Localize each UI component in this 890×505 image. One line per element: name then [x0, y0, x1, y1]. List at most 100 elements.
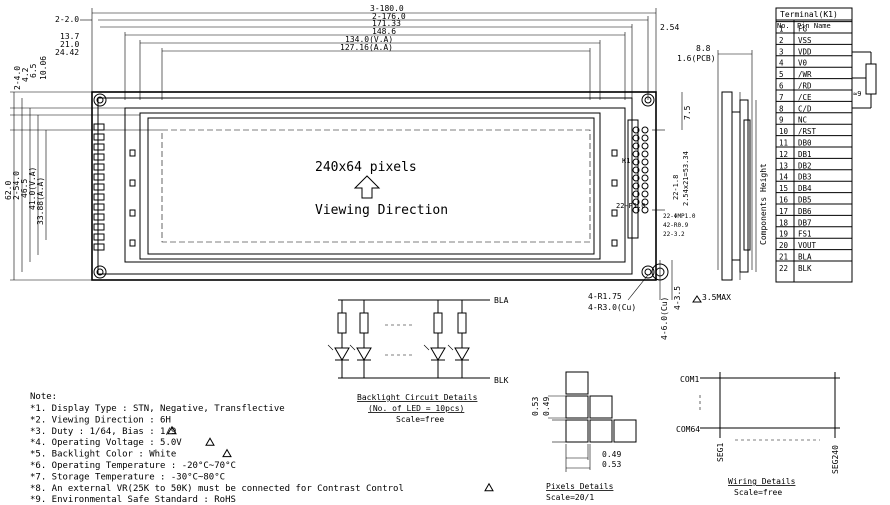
- dim-frame-width: 148.6: [372, 27, 396, 36]
- backlight-circuit: BLA BLK Backlight Circuit Details (No. o…: [327, 296, 509, 424]
- pix-dim-v1: 0.53: [531, 397, 540, 416]
- terminal-pin-7: /CE: [798, 93, 812, 102]
- note-mp: 22-ΦMP1.0: [663, 213, 696, 220]
- terminal-pin-4: V0: [798, 59, 808, 68]
- resistor-icon: [359, 312, 369, 334]
- terminal-no-3: 3: [779, 47, 784, 56]
- dim-pcb-width: 171.33: [372, 19, 401, 28]
- dim-aa-offset: 24.42: [55, 48, 79, 57]
- terminal-no-19: 19: [779, 230, 788, 239]
- note-item-4: *4. Operating Voltage : 5.0V: [30, 438, 182, 448]
- dim-v2: 4.2: [21, 67, 30, 82]
- blk-label: BLK: [494, 376, 509, 385]
- vr-resistor: [865, 63, 877, 95]
- terminal-no-4: 4: [779, 59, 784, 68]
- viewing-direction-text: Viewing Direction: [315, 203, 448, 218]
- viewing-direction-label: 240x64 pixels Viewing Direction: [315, 160, 448, 218]
- dim-r30: 4-R3.0(Cu): [588, 303, 636, 312]
- col-no: No.: [777, 22, 790, 30]
- dim-hole-vspan: 2-54.0: [12, 171, 21, 200]
- note-item-7: *7. Storage Temperature : -30°C~80°C: [30, 472, 225, 482]
- terminal-pin-3: VDD: [798, 47, 812, 56]
- dim-v4: 10.06: [39, 56, 48, 80]
- terminal-pin-5: /WR: [798, 70, 812, 79]
- col-pin-name: Pin Name: [797, 22, 831, 30]
- dim-8-8: 8.8: [696, 44, 711, 53]
- backlight-title: Backlight Circuit Details: [357, 393, 478, 402]
- pix-dim-h2: 0.53: [602, 460, 621, 469]
- note-item-2: *2. Viewing Direction : 6H: [30, 415, 171, 425]
- terminal-pin-20: VOUT: [798, 241, 817, 250]
- seg1-label: SEG1: [716, 443, 725, 462]
- dim-total-width: 3-180.0: [370, 4, 404, 13]
- mount-hole-tr: [641, 93, 655, 107]
- wiring-scale: Scale=free: [734, 488, 782, 497]
- dim-hole-offset: 2-2.0: [55, 15, 79, 24]
- terminal-pin-2: VSS: [798, 36, 812, 45]
- dim-view-area: 134.0(V.A): [345, 35, 393, 44]
- terminal-no-22: 22: [779, 264, 788, 273]
- seg240-label: SEG240: [831, 445, 840, 474]
- terminal-pin-14: DB3: [798, 173, 812, 182]
- dim-active-area: 127.16(A.A): [340, 43, 393, 52]
- dim-pin-span: 2.54x21=53.34: [682, 151, 690, 206]
- terminal-pin-19: FS1: [798, 230, 812, 239]
- resistor-icon: [337, 312, 347, 334]
- terminal-pin-9: NC: [798, 116, 807, 125]
- dim-pin-pitch: 22-1.8: [672, 175, 680, 200]
- hole-dims: 4-R1.75 4-R3.0(Cu) 4-6.0(Cu) 4-3.5 3.5MA…: [588, 260, 731, 340]
- notes-title: Note:: [30, 392, 57, 402]
- terminal-pin-8: C/D: [798, 104, 812, 113]
- terminal-no-8: 8: [779, 104, 784, 113]
- warning-triangle-icon: [484, 482, 494, 492]
- dim-6-0: 4-6.0(Cu): [660, 297, 669, 340]
- backlight-sub: (No. of LED = 10pcs): [368, 404, 464, 413]
- terminal-pin-10: /RST: [798, 127, 817, 136]
- dim-3-5: 4-3.5: [673, 286, 682, 310]
- led-icon: [454, 347, 470, 361]
- terminal-pin-6: /RD: [798, 82, 812, 91]
- terminal-pin-21: BLA: [798, 253, 812, 262]
- dim-hole-span: 2-176.0: [372, 12, 406, 21]
- warning-triangle-icon: [222, 448, 232, 458]
- terminal-no-18: 18: [779, 218, 789, 227]
- led-icon: [334, 347, 350, 361]
- connector-area: K1 22-1.8 2.54x21=53.34 22-P1.0 22-ΦMP1.…: [616, 92, 696, 238]
- com64-label: COM64: [676, 425, 700, 434]
- led-ray-icon: [423, 344, 430, 351]
- terminal-pin-1: FG: [798, 25, 808, 34]
- terminal-no-7: 7: [779, 93, 784, 102]
- pixels-detail: 0.53 0.49 0.49 0.53 Pixels Details Scale…: [531, 371, 637, 502]
- terminal-no-10: 10: [779, 127, 789, 136]
- k1-label: K1: [622, 157, 630, 165]
- terminal-pin-22: BLK: [798, 264, 812, 273]
- resistor-icon: [433, 312, 443, 334]
- terminal-no-9: 9: [779, 116, 784, 125]
- dim-max: 3.5MAX: [702, 293, 731, 302]
- terminal-pin-17: DB6: [798, 207, 812, 216]
- pix-dim-v2: 0.49: [542, 397, 551, 416]
- terminal-no-5: 5: [779, 70, 784, 79]
- note-r09: 42-R0.9: [663, 222, 689, 229]
- viewing-arrow-icon: [353, 175, 381, 199]
- terminal-no-2: 2: [779, 36, 784, 45]
- terminal-no-11: 11: [779, 139, 788, 148]
- vr-label: ≈9: [853, 90, 861, 98]
- terminal-pin-12: DB1: [798, 150, 812, 159]
- note-item-6: *6. Operating Temperature : -20°C~70°C: [30, 461, 236, 471]
- warning-triangle-icon: [167, 425, 177, 435]
- bla-label: BLA: [494, 296, 509, 305]
- resistor-icon: [457, 312, 467, 334]
- terminal-no-20: 20: [779, 241, 789, 250]
- terminal-pin-11: DB0: [798, 139, 812, 148]
- dim-r175: 4-R1.75: [588, 292, 622, 301]
- led-icon: [430, 347, 446, 361]
- dim-pin-dia: 22-P1.0: [616, 202, 646, 210]
- terminal-no-15: 15: [779, 184, 788, 193]
- led-ray-icon: [447, 344, 454, 351]
- components-height-label: Components Height: [759, 163, 768, 245]
- note-item-5: *5. Backlight Color : White: [30, 450, 176, 460]
- notes-block: Note: *1. Display Type : STN, Negative, …: [30, 392, 494, 505]
